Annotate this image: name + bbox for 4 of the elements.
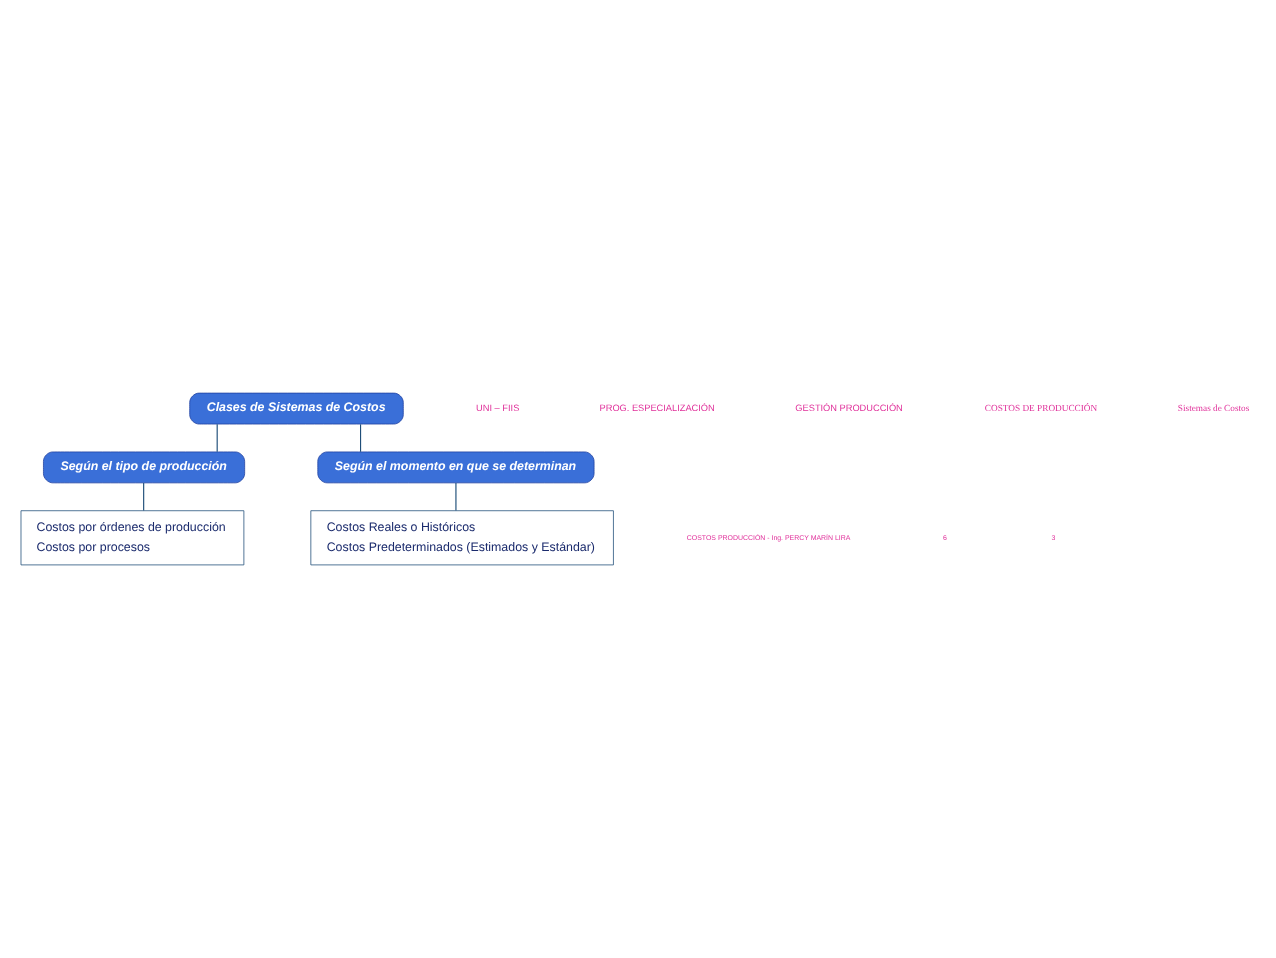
- connector: [216, 423, 218, 453]
- connector: [143, 482, 145, 512]
- connector: [455, 482, 457, 512]
- connector: [359, 423, 362, 453]
